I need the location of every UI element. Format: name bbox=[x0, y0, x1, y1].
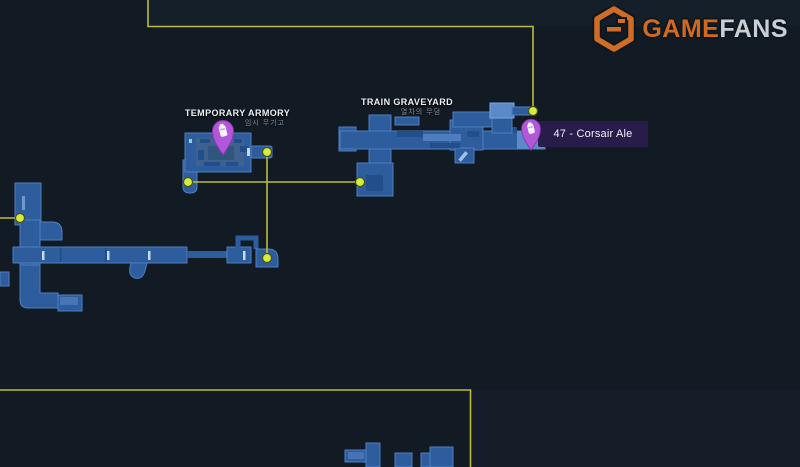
area-sublabel-temporary-armory: 임시 무기고 bbox=[244, 120, 286, 127]
route-node[interactable] bbox=[14, 212, 26, 224]
marker-badge-text: 47 - Corsair Ale bbox=[553, 128, 633, 140]
gamefans-watermark: GAMEFANS bbox=[591, 6, 788, 52]
route-node[interactable] bbox=[261, 146, 273, 158]
route-node[interactable] bbox=[261, 252, 273, 264]
map-train-graveyard bbox=[338, 102, 546, 197]
area-label-train-graveyard: TRAIN GRAVEYARD bbox=[360, 97, 453, 107]
logo-text-game: GAME bbox=[642, 14, 720, 43]
area-label-temporary-armory: TEMPORARY ARMORY bbox=[184, 108, 291, 118]
marker-badge-corsair-ale: 47 - Corsair Ale bbox=[538, 121, 648, 147]
area-sublabel-train-graveyard: 열차의 무덤 bbox=[400, 109, 442, 116]
route-lines bbox=[0, 0, 534, 467]
map-left-complex bbox=[0, 182, 279, 312]
route-node[interactable] bbox=[527, 105, 539, 117]
temporary-armory-item-pin[interactable] bbox=[209, 119, 237, 157]
map-bottom-fragments bbox=[344, 442, 454, 467]
item-can-icon bbox=[218, 123, 228, 137]
zone-tint-bottom-right bbox=[470, 390, 800, 467]
gamefans-logo-text: GAMEFANS bbox=[642, 15, 788, 44]
gamefans-cube-icon bbox=[592, 6, 637, 52]
zone-tint-top bbox=[148, 0, 800, 26]
diagonal-detail-tick bbox=[458, 151, 469, 162]
route-node[interactable] bbox=[182, 176, 194, 188]
route-nodes[interactable] bbox=[14, 105, 539, 264]
item-can-icon bbox=[527, 122, 535, 134]
corsair-ale-item-pin[interactable] bbox=[518, 118, 544, 152]
logo-text-fans: FANS bbox=[719, 14, 788, 43]
route-node[interactable] bbox=[354, 176, 366, 188]
